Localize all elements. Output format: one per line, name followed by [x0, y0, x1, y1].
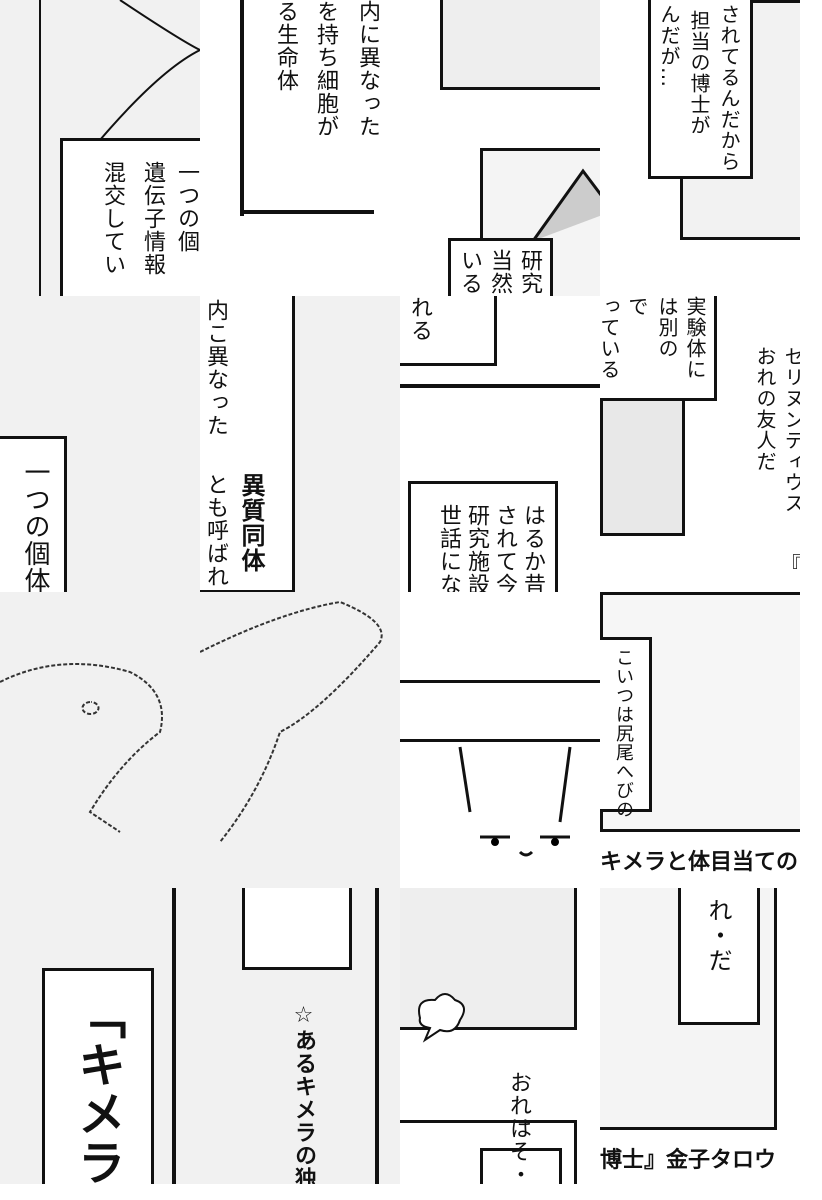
speech-box: こいつは尻尾へびの	[600, 637, 652, 819]
caption-line: 一つの個	[174, 161, 199, 253]
swirl-lines	[39, 0, 200, 296]
caption-line-bold: 異質同体	[237, 473, 265, 573]
caption-line: おれはそ・	[506, 1071, 531, 1184]
speech-box: 研究 当然 いる	[448, 238, 553, 296]
tile-r2c1	[200, 592, 400, 888]
tile-r3c0: 「キメラ	[0, 888, 200, 1184]
title-fragment: 『キ	[780, 554, 800, 579]
caption-line: セリヌンティウス	[781, 346, 800, 514]
caption-line: れ・だ	[704, 898, 732, 973]
caption-line: いる	[457, 249, 482, 295]
caption-line: を持ち細胞が	[313, 0, 338, 138]
cat-face-drawing	[458, 746, 572, 857]
tile-r1c2: れる はるか昔 されて今 研究施設で 世話になっ	[400, 296, 600, 592]
panel-bar	[400, 680, 600, 742]
caption-line: 担当の博士が	[687, 10, 711, 136]
tile-r3c1: ☆あるキメラの独白	[200, 888, 400, 1184]
speech-box: 内こ異なった とも呼ばれ 異質同体	[200, 296, 295, 592]
panel-border	[400, 384, 600, 388]
caption-line: とも呼ばれ	[203, 473, 228, 588]
tile-r0c0: 一つの個 遺伝子情報 混交してい	[0, 0, 200, 296]
panel-border	[172, 888, 176, 1184]
caption-line: れる	[407, 296, 432, 342]
caption-line: 内こ異なった	[203, 299, 228, 437]
author-credit: 博士』金子タロウ	[600, 1148, 777, 1173]
thought-bubble	[418, 993, 465, 1043]
tile-r2c0	[0, 592, 200, 888]
house-drawing	[531, 168, 600, 242]
panel-building	[600, 396, 685, 536]
tile-r2c3: こいつは尻尾へびの キメラと体目当ての	[600, 592, 800, 888]
tile-r0c3: されてるんだから 担当の博士が んだが…	[600, 0, 800, 296]
panel-border	[375, 888, 379, 1184]
caption-line: 研究施設で	[464, 504, 489, 592]
speech-box: っている で は別の 実験体に	[600, 296, 717, 401]
caption-line: されてるんだから	[717, 4, 741, 172]
subtitle-text: ☆あるキメラの独白	[291, 1003, 316, 1184]
speech-box: 一つの個体	[0, 436, 67, 592]
speech-box: おれはそ・	[480, 1071, 562, 1184]
caption-line: 混交してい	[100, 161, 125, 276]
caption-line: 一つの個体	[20, 459, 50, 592]
tile-r3c2: おれはそ・	[400, 888, 600, 1184]
tile-r1c1: 内こ異なった とも呼ばれ 異質同体	[200, 296, 400, 592]
lion-outline	[0, 663, 163, 833]
title-text: 「キメラ	[69, 991, 125, 1184]
speech-box: されてるんだから 担当の博士が んだが…	[648, 0, 753, 179]
caption-line: っている	[600, 296, 621, 380]
caption-line: る生命体	[273, 0, 298, 92]
tile-r1c0: 一つの個体	[0, 296, 200, 592]
caption-line: は別の	[655, 296, 679, 359]
speech-box	[242, 888, 352, 970]
tile-r1c3: っている で は別の 実験体に セリヌンティウス おれの友人だ 『キ	[600, 296, 800, 592]
caption-line: 世話になっ	[436, 504, 461, 592]
caption-line: されて今	[492, 504, 517, 592]
caption-line: はるか昔	[520, 504, 545, 592]
speech-box: 一つの個 遺伝子情報 混交してい	[60, 138, 200, 296]
tile-r0c2: 研究 当然 いる	[400, 0, 600, 296]
caption-line: 実験体に	[683, 296, 707, 380]
speech-box: れる	[400, 296, 497, 366]
caption-line: 研究	[517, 249, 542, 295]
caption-line: こいつは尻尾へびの	[613, 648, 634, 819]
title-caption: キメラと体目当ての	[600, 850, 799, 875]
panel-border	[240, 210, 374, 214]
speech-box: はるか昔 されて今 研究施設で 世話になっ	[408, 481, 558, 592]
tile-r2c2	[400, 592, 600, 888]
panel	[440, 0, 600, 90]
tile-r0c1: 内に異なった を持ち細胞が る生命体	[200, 0, 400, 296]
caption-line: んだが…	[657, 4, 681, 88]
caption-line: 遺伝子情報	[140, 161, 165, 276]
tile-r3c3: れ・だ 博士』金子タロウ	[600, 888, 800, 1184]
caption-line: おれの友人だ	[753, 346, 777, 472]
panel-border	[240, 0, 244, 216]
speech-box: 「キメラ	[42, 968, 154, 1184]
chimera-outline	[200, 600, 383, 843]
caption-line: 内に異なった	[355, 0, 380, 138]
speech-box: れ・だ	[678, 888, 760, 1025]
caption-line: 当然	[487, 249, 512, 295]
caption-line: で	[625, 296, 649, 317]
